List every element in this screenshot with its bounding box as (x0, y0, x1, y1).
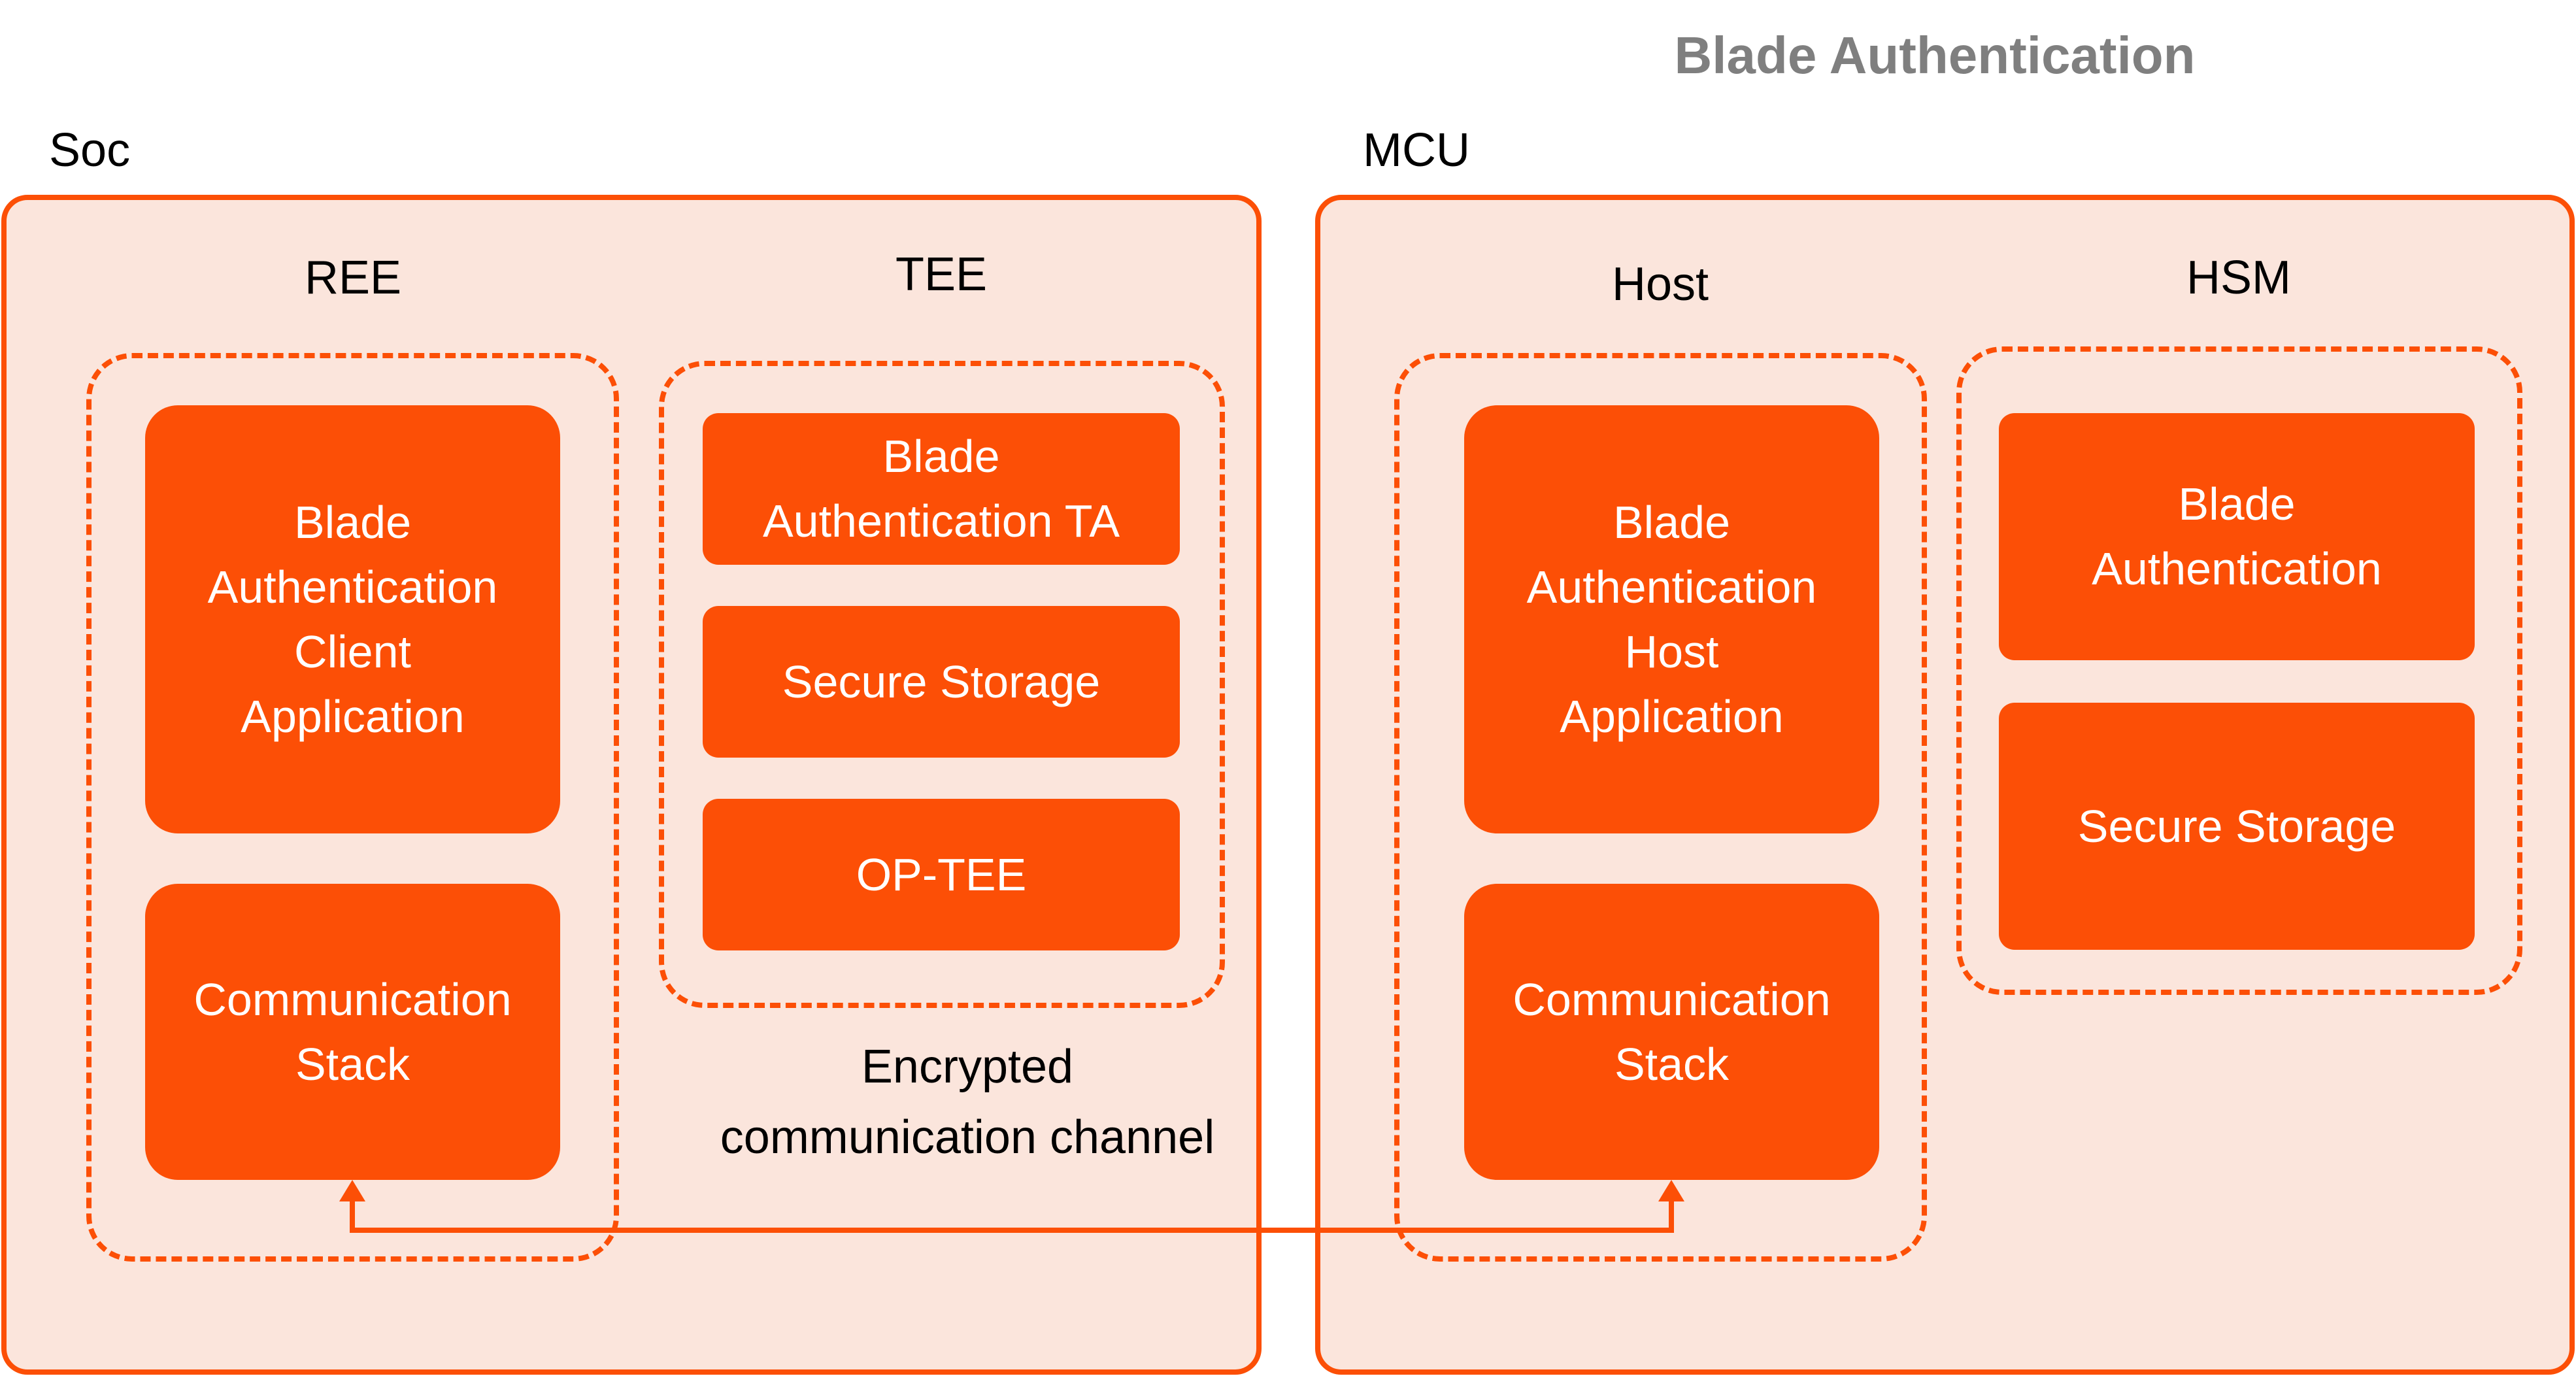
channel-label-line: Encrypted (861, 1041, 1074, 1093)
diagram-title: Blade Authentication (1674, 26, 2196, 84)
channel-label-line: communication channel (720, 1111, 1215, 1164)
mcu-communication-stack-box: Communication Stack (1464, 884, 1879, 1180)
authentication-ta-box: Blade Authentication TA (703, 413, 1180, 565)
ta-line: Authentication TA (762, 495, 1120, 546)
client-app-line: Client (294, 626, 411, 677)
host-app-line: Host (1624, 626, 1719, 677)
tee-secure-storage-box: Secure Storage (703, 606, 1180, 758)
tee-boundary (659, 361, 1225, 1008)
client-application-box: Blade Authentication Client Application (145, 405, 560, 833)
arrowhead-soc-icon (339, 1180, 365, 1201)
hsm-secure-storage-box: Secure Storage (1999, 703, 2475, 950)
mcu-label: MCU (1363, 124, 1470, 176)
soc-label: Soc (49, 124, 131, 176)
soc-comm-stack-line: Communication (193, 973, 512, 1025)
host-boundary (1394, 353, 1927, 1262)
optee-box: OP-TEE (703, 799, 1180, 950)
ta-line: Blade (882, 431, 1000, 482)
soc-communication-stack-box: Communication Stack (145, 884, 560, 1180)
hsm-authentication-box: Blade Authentication (1999, 413, 2475, 660)
encrypted-channel-label: Encrypted communication channel (680, 1032, 1255, 1173)
hsm-auth-line: Blade (2178, 478, 2296, 529)
mcu-comm-stack-line: Stack (1614, 1038, 1730, 1090)
client-app-line: Authentication (207, 561, 498, 612)
host-application-box: Blade Authentication Host Application (1464, 405, 1879, 833)
host-app-line: Authentication (1526, 561, 1817, 612)
soc-comm-stack-line: Stack (295, 1038, 410, 1090)
channel-line (350, 1196, 1674, 1233)
ree-boundary (86, 353, 619, 1262)
client-app-line: Application (241, 690, 465, 742)
tee-label: TEE (895, 248, 988, 301)
host-app-line: Application (1560, 690, 1784, 742)
client-app-line: Blade (293, 496, 412, 548)
hsm-label: HSM (2186, 252, 2291, 304)
mcu-comm-stack-line: Communication (1513, 973, 1831, 1025)
host-label: Host (1611, 258, 1709, 310)
arrowhead-mcu-icon (1658, 1180, 1684, 1201)
hsm-auth-line: Authentication (2092, 543, 2382, 594)
host-app-line: Blade (1613, 496, 1731, 548)
ree-label: REE (304, 252, 402, 304)
hsm-boundary (1956, 346, 2522, 995)
